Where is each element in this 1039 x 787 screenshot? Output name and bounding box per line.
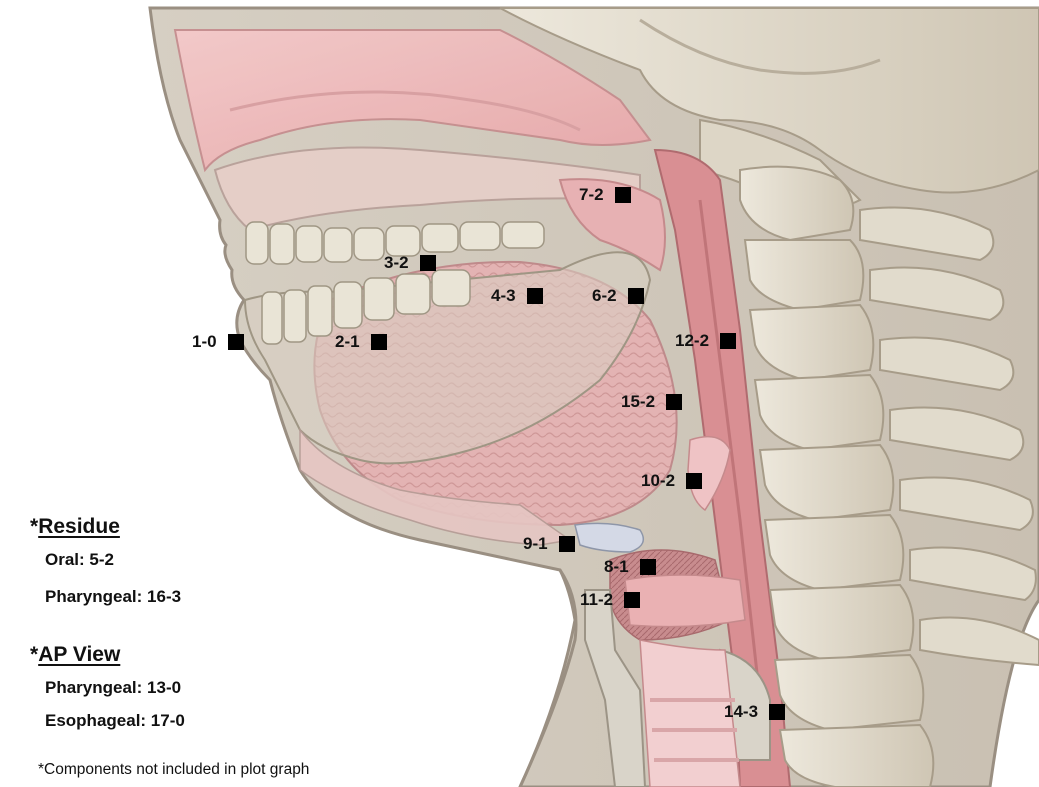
marker-square bbox=[666, 394, 682, 410]
marker-label: 1-0 bbox=[192, 332, 217, 352]
marker-square bbox=[228, 334, 244, 350]
marker-12-2: 12-2 bbox=[675, 330, 736, 350]
marker-square bbox=[686, 473, 702, 489]
marker-label: 9-1 bbox=[523, 534, 548, 554]
marker-square bbox=[371, 334, 387, 350]
marker-3-2: 3-2 bbox=[384, 252, 436, 272]
marker-square bbox=[720, 333, 736, 349]
marker-label: 4-3 bbox=[491, 286, 516, 306]
residue-asterisk: * bbox=[30, 515, 38, 538]
marker-label: 11-2 bbox=[580, 590, 613, 610]
marker-10-2: 10-2 bbox=[641, 470, 702, 490]
marker-square bbox=[615, 187, 631, 203]
marker-label: 2-1 bbox=[335, 332, 360, 352]
marker-square bbox=[769, 704, 785, 720]
residue-pharyngeal: Pharyngeal: 16-3 bbox=[45, 587, 181, 607]
marker-square bbox=[640, 559, 656, 575]
ap-view-asterisk: * bbox=[30, 643, 38, 666]
marker-label: 3-2 bbox=[384, 253, 409, 273]
residue-heading: *Residue bbox=[30, 515, 120, 539]
residue-title: Residue bbox=[38, 515, 120, 538]
marker-11-2: 11-2 bbox=[580, 589, 640, 609]
marker-1-0: 1-0 bbox=[192, 331, 244, 351]
marker-label: 12-2 bbox=[675, 331, 709, 351]
marker-square bbox=[559, 536, 575, 552]
marker-label: 15-2 bbox=[621, 392, 655, 412]
footnote: *Components not included in plot graph bbox=[38, 761, 309, 779]
marker-square bbox=[628, 288, 644, 304]
legend: *Residue Oral: 5-2 Pharyngeal: 16-3 *AP … bbox=[30, 515, 450, 780]
marker-8-1: 8-1 bbox=[604, 556, 656, 576]
marker-label: 8-1 bbox=[604, 557, 629, 577]
marker-4-3: 4-3 bbox=[491, 285, 543, 305]
ap-view-title: AP View bbox=[38, 643, 120, 666]
marker-label: 7-2 bbox=[579, 185, 604, 205]
ap-view-pharyngeal: Pharyngeal: 13-0 bbox=[45, 678, 181, 698]
marker-square bbox=[527, 288, 543, 304]
marker-14-3: 14-3 bbox=[724, 701, 785, 721]
marker-square bbox=[420, 255, 436, 271]
ap-view-heading: *AP View bbox=[30, 643, 120, 667]
marker-9-1: 9-1 bbox=[523, 533, 575, 553]
marker-7-2: 7-2 bbox=[579, 184, 631, 204]
marker-square bbox=[624, 592, 640, 608]
marker-6-2: 6-2 bbox=[592, 285, 644, 305]
ap-view-esophageal: Esophageal: 17-0 bbox=[45, 711, 185, 731]
marker-label: 10-2 bbox=[641, 471, 675, 491]
marker-15-2: 15-2 bbox=[621, 391, 682, 411]
residue-oral: Oral: 5-2 bbox=[45, 550, 114, 570]
marker-label: 6-2 bbox=[592, 286, 617, 306]
marker-label: 14-3 bbox=[724, 702, 758, 722]
marker-2-1: 2-1 bbox=[335, 331, 387, 351]
